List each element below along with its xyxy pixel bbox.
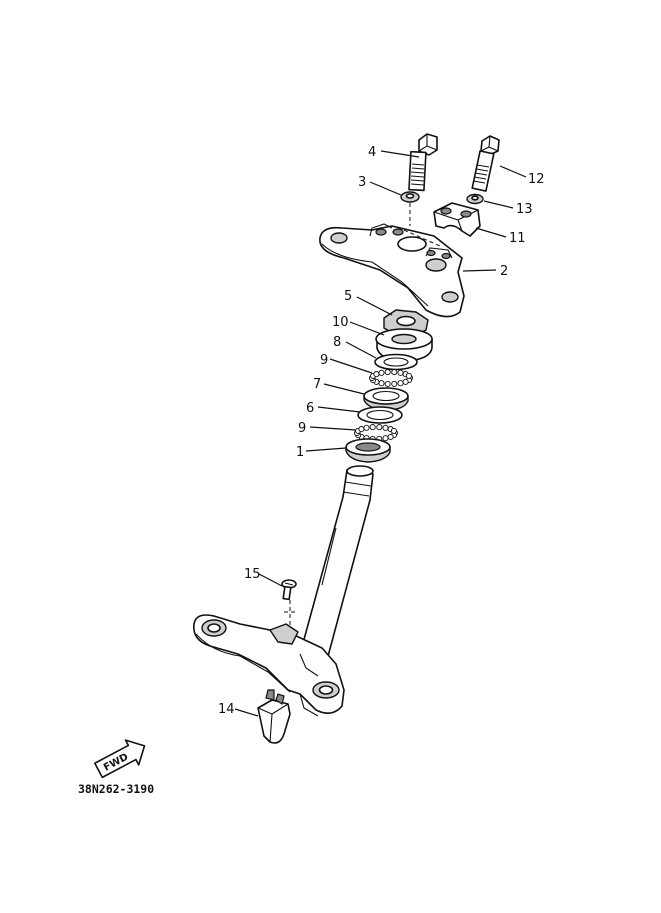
callout-9-upper: 9 (320, 353, 328, 368)
callout-3: 3 (358, 175, 366, 190)
part-10-spacer[interactable] (375, 328, 433, 362)
bearing-ball (358, 426, 365, 433)
callout-2: 2 (500, 264, 508, 279)
bearing-ball (378, 380, 385, 387)
callout-11: 11 (509, 231, 526, 246)
bearing-ball (391, 380, 398, 387)
bearing-ball (384, 380, 391, 387)
callout-10: 10 (332, 315, 349, 330)
bearing-ball (387, 433, 394, 440)
bearing-ball (382, 435, 389, 442)
bearing-ball (397, 369, 404, 376)
bearing-ball (373, 371, 380, 378)
forward-arrow-icon: FWD (94, 739, 146, 779)
part-8-race[interactable] (374, 353, 418, 371)
callout-14: 14 (218, 702, 235, 717)
lower-bracket-steering-stem[interactable] (193, 465, 374, 717)
bearing-ball (376, 424, 383, 431)
part-15-screw[interactable] (281, 579, 297, 601)
callout-15: 15 (244, 567, 261, 582)
part-13-washer[interactable] (466, 193, 484, 205)
drawing-code: 38N262-3190 (78, 782, 154, 796)
callout-7: 7 (313, 377, 321, 392)
part-14-cable-guide[interactable] (257, 689, 291, 744)
callout-12: 12 (528, 172, 545, 187)
bearing-ball (378, 369, 385, 376)
part-11-handlebar-holder[interactable] (433, 202, 481, 237)
callout-labels: 4 12 3 13 11 2 5 10 8 9 7 6 9 1 15 14 (218, 145, 545, 717)
callout-5: 5 (344, 289, 352, 304)
bearing-ball (391, 369, 398, 376)
callout-1: 1 (296, 445, 304, 460)
bearing-ball (363, 424, 370, 431)
leader-lines (234, 150, 527, 717)
callout-9-lower: 9 (298, 421, 306, 436)
bearing-ball (405, 372, 412, 379)
part-3-washer[interactable] (400, 191, 420, 203)
bearing-ball (402, 378, 409, 385)
callout-6: 6 (306, 401, 314, 416)
bearing-ball (369, 424, 376, 431)
part-2-upper-bracket[interactable] (319, 223, 465, 318)
bearing-ball (384, 369, 391, 376)
part-6-race[interactable] (357, 406, 403, 424)
bearing-ball (382, 424, 389, 431)
bearing-ball (390, 427, 397, 434)
callout-13: 13 (516, 202, 533, 217)
part-12-bolt[interactable] (471, 135, 500, 192)
part-9-balls-upper[interactable] (368, 369, 414, 387)
callout-4: 4 (368, 145, 376, 160)
bearing-ball (397, 380, 404, 387)
part-1-seal[interactable] (345, 438, 391, 463)
installation-lines (284, 203, 441, 628)
callout-8: 8 (333, 335, 341, 350)
part-4-bolt[interactable] (408, 133, 438, 192)
